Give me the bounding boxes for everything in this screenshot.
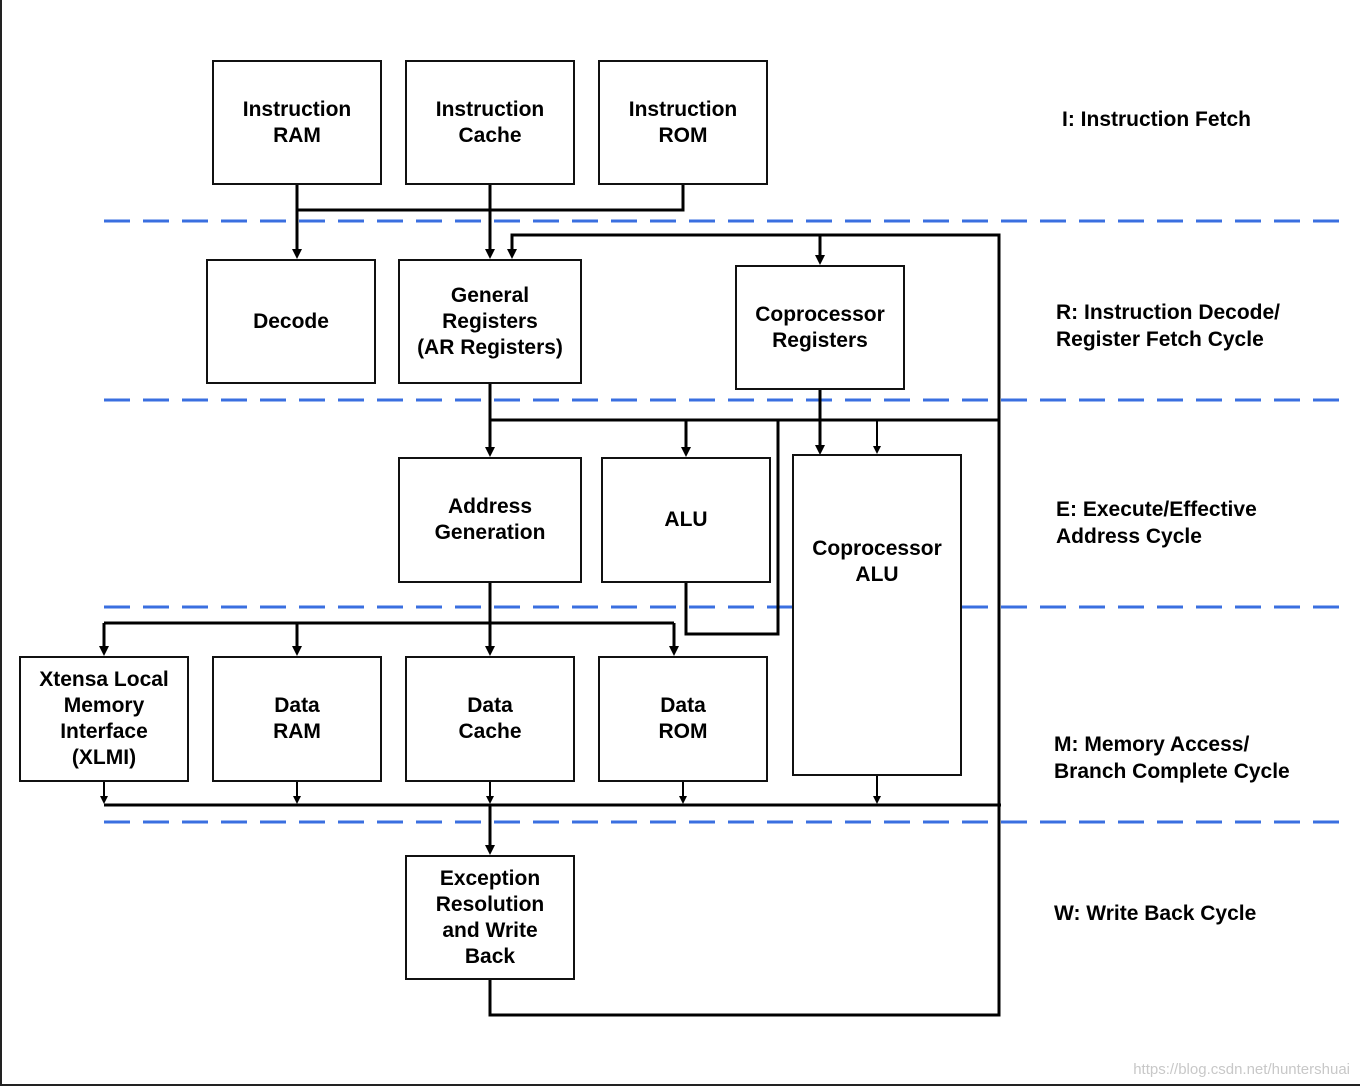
stage-label-execute: E: Execute/Effective Address Cycle [1056,498,1257,548]
instruction-cache-block: Instruction Cache [405,60,575,185]
wires [99,184,1001,1017]
decode-label: Decode [253,309,329,333]
xlmi-block: Xtensa Local Memory Interface (XLMI) [19,656,189,782]
instruction-rom-label: Instruction ROM [628,97,738,147]
coprocessor-alu-block: Coprocessor ALU [792,454,962,776]
wire-alu-feedback [684,420,780,636]
decode-block: Decode [206,259,376,384]
data-rom-label: Data ROM [658,694,708,743]
coprocessor-registers-block: Coprocessor Registers [735,265,905,390]
stage-label-fetch: I: Instruction Fetch [1062,108,1251,131]
general-registers-block: General Registers (AR Registers) [398,259,582,384]
instruction-ram-label: Instruction RAM [242,97,352,147]
address-generation-block: Address Generation [398,457,582,583]
data-rom-block: Data ROM [598,656,768,782]
watermark-text: https://blog.csdn.net/huntershuai [1133,1061,1350,1078]
alu-label: ALU [664,508,708,531]
coprocessor-registers-label: Coprocessor Registers [755,302,885,352]
data-cache-block: Data Cache [405,656,575,782]
general-registers-label: General Registers (AR Registers) [417,283,563,359]
xlmi-label: Xtensa Local Memory Interface (XLMI) [39,668,169,769]
stage-label-decode: R: Instruction Decode/ Register Fetch Cy… [1056,301,1281,351]
frame-bottom-border [0,1084,1360,1086]
instruction-rom-block: Instruction ROM [598,60,768,185]
data-cache-label: Data Cache [458,694,522,743]
wire-fetch-bus [297,184,685,212]
address-generation-label: Address Generation [434,495,546,544]
exception-writeback-block: Exception Resolution and Write Back [405,855,575,980]
stage-label-memory: M: Memory Access/ Branch Complete Cycle [1054,733,1290,783]
stage-dividers [104,219,1345,824]
data-ram-label: Data RAM [273,694,321,743]
instruction-cache-label: Instruction Cache [435,97,545,147]
frame-left-border [0,0,2,1086]
stage-label-writeback: W: Write Back Cycle [1054,902,1257,925]
wire-writeback-loop [488,233,1001,1017]
data-ram-block: Data RAM [212,656,382,782]
exception-writeback-label: Exception Resolution and Write Back [435,866,545,968]
coprocessor-alu-label: Coprocessor ALU [812,537,942,586]
instruction-ram-block: Instruction RAM [212,60,382,185]
alu-block: ALU [601,457,771,583]
